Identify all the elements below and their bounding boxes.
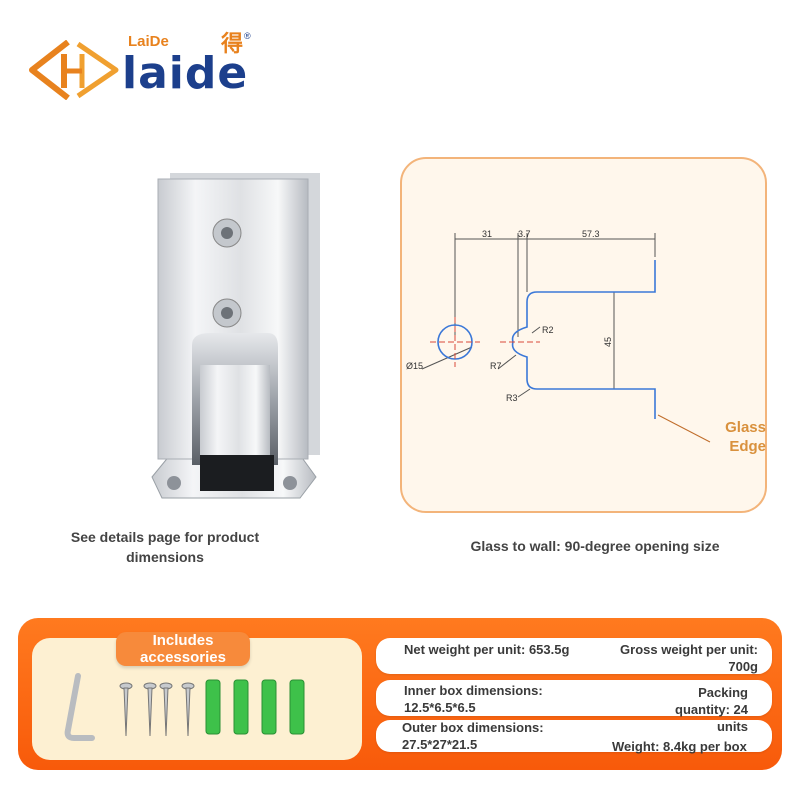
drawing-caption: Glass to wall: 90-degree opening size: [470, 538, 720, 554]
dim-r3: R3: [506, 393, 518, 403]
spec-row-box: [376, 680, 772, 716]
registered-mark: ®: [244, 31, 251, 41]
dim-57-3: 57.3: [582, 229, 600, 239]
outer-box-text: Outer box dimensions: 27.5*27*21.5: [402, 720, 544, 752]
net-weight-text: Net weight per unit: 653.5g: [404, 642, 570, 657]
accessories-title: Includes accessories: [140, 632, 226, 666]
brand-logo: [28, 28, 258, 100]
screw-icon: [119, 682, 195, 737]
inner-box-text: Inner box dimensions: 12.5*6.5*6.5: [404, 683, 543, 715]
dim-3-7: 3.7: [518, 229, 531, 239]
dim-hole-15: Ø15: [406, 361, 423, 371]
product-photo-caption: See details page for product dimensions: [70, 529, 260, 565]
dim-45: 45: [603, 337, 613, 347]
technical-drawing-panel: [400, 157, 767, 513]
dim-31: 31: [482, 229, 492, 239]
technical-drawing: 31 3.7 57.3 45 Ø15 R2 R7 R3: [406, 229, 711, 443]
logo-chinese-char: 得: [221, 31, 244, 57]
glass-edge-label: Glass Edge: [725, 419, 766, 455]
logo-small-text: LaiDe: [128, 33, 169, 50]
spec-row-outer: [376, 720, 772, 752]
spec-row-weight: [376, 638, 772, 674]
wall-plug-icon: [205, 679, 305, 735]
dim-r7: R7: [490, 361, 502, 371]
accessories-title-pill: [116, 632, 250, 666]
logo-mark-icon: [29, 40, 119, 100]
hex-key-icon: [64, 673, 95, 741]
carton-weight-text: Weight: 8.4kg per box: [612, 739, 747, 754]
glass-hinge-photo: [151, 173, 320, 499]
logo-wordmark: laide: [122, 48, 249, 99]
dim-r2: R2: [542, 325, 554, 335]
accessories-illustration: [64, 673, 305, 741]
packing-quantity-text: Packing quantity: 24 units: [675, 685, 748, 734]
gross-weight-text: Gross weight per unit: 700g: [620, 642, 758, 674]
